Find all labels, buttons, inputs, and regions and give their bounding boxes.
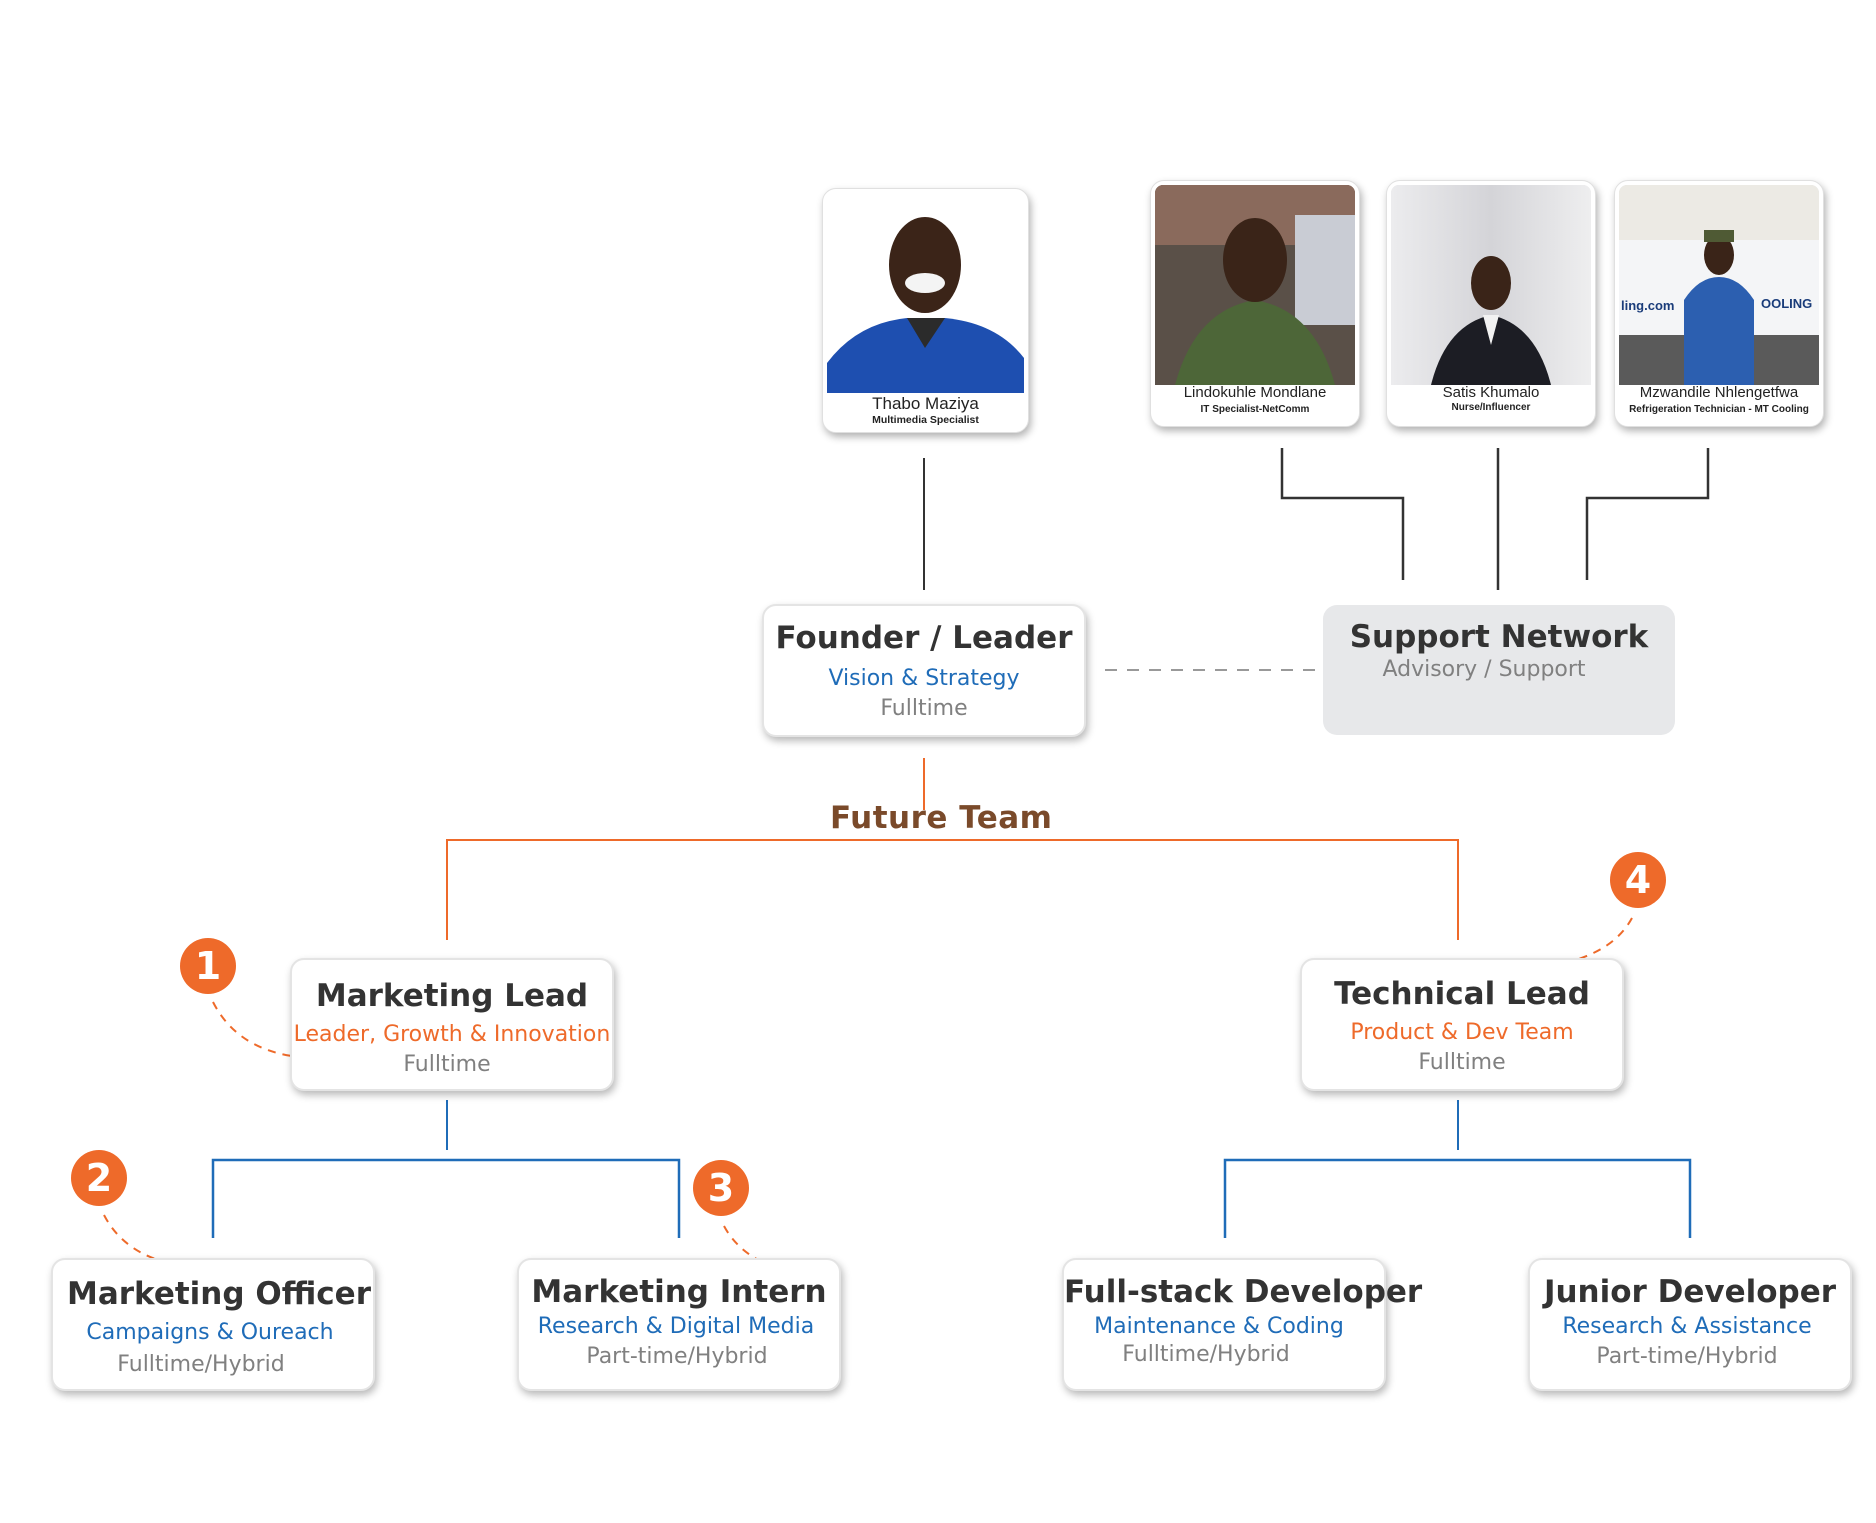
support-card: Support Network Advisory / Support [1323,605,1675,735]
technical-lead-card: Technical Lead Product & Dev Team Fullti… [1300,958,1624,1091]
founder-card: Founder / Leader Vision & Strategy Fullt… [762,604,1086,737]
junior-developer-card: Junior Developer Research & Assistance P… [1528,1258,1852,1391]
support-photo-3-name: Mzwandile Nhlengetfwa [1639,384,1799,401]
technical-branch [1223,1158,1692,1238]
fullstack-developer-card: Full-stack Developer Maintenance & Codin… [1062,1258,1423,1391]
founder-title: Founder / Leader [775,620,1073,656]
support-photo-1-role: IT Specialist-NetComm [1200,404,1310,415]
marketing-intern-title: Marketing Intern [531,1274,827,1310]
support-photo-card-2: Satis Khumalo Nurse/Influencer [1386,180,1596,427]
support-connector-3 [1585,448,1710,580]
fullstack-developer-type: Fulltime/Hybrid [1122,1342,1290,1367]
support-photo-2 [1391,185,1591,385]
technical-lead-title: Technical Lead [1334,976,1590,1012]
founder-photo-role: Multimedia Specialist [872,414,979,426]
marketing-intern-card: Marketing Intern Research & Digital Medi… [517,1258,841,1391]
founder-type: Fulltime [880,696,968,721]
future-team-branch [446,839,1459,940]
founder-photo [827,193,1024,393]
marketing-officer-type: Fulltime/Hybrid [117,1352,285,1377]
marketing-intern-focus: Research & Digital Media [537,1314,815,1339]
future-team-label: Future Team [830,800,1053,836]
support-photo-2-role: Nurse/Influencer [1451,402,1531,413]
founder-photo-card: Thabo Maziya Multimedia Specialist [822,188,1029,433]
junior-developer-type: Part-time/Hybrid [1596,1344,1778,1369]
marketing-lead-focus: Leader, Growth & Innovation [293,1022,611,1047]
support-title: Support Network [1349,619,1649,655]
support-photo-3-role: Refrigeration Technician - MT Cooling [1629,404,1809,415]
marketing-officer-card: Marketing Officer Campaigns & Oureach Fu… [51,1258,375,1391]
fullstack-developer-focus: Maintenance & Coding [1094,1314,1344,1339]
support-focus: Advisory / Support [1382,657,1586,682]
marketing-intern-type: Part-time/Hybrid [586,1344,768,1369]
badge-1: 1 [180,938,236,994]
technical-lead-focus: Product & Dev Team [1350,1020,1574,1045]
junior-developer-focus: Research & Assistance [1562,1314,1812,1339]
badge-4: 4 [1610,852,1666,908]
support-photo-1-name: Lindokuhle Mondlane [1183,384,1327,401]
truck-text-right: OOLING [1761,296,1812,311]
support-photo-card-1: Lindokuhle Mondlane IT Specialist-NetCom… [1150,180,1360,427]
junior-developer-title: Junior Developer [1543,1274,1837,1310]
support-photo-card-3: ling.com OOLING Mzwandile Nhlengetfwa Re… [1614,180,1824,427]
fullstack-developer-title: Full-stack Developer [1064,1274,1423,1310]
support-connector-1 [1280,448,1405,580]
marketing-lead-title: Marketing Lead [315,978,589,1014]
support-photo-2-name: Satis Khumalo [1442,384,1540,401]
marketing-officer-focus: Campaigns & Oureach [86,1320,334,1345]
marketing-officer-title: Marketing Officer [67,1276,371,1312]
marketing-lead-card: Marketing Lead Leader, Growth & Innovati… [290,958,614,1091]
badge-3: 3 [693,1160,749,1216]
founder-photo-name: Thabo Maziya [872,394,979,413]
marketing-branch [211,1158,681,1238]
founder-focus: Vision & Strategy [828,666,1020,691]
support-photo-3: ling.com OOLING [1619,185,1819,385]
truck-text-left: ling.com [1621,298,1674,313]
badge-2: 2 [71,1150,127,1206]
badge-4-curve [1529,917,1633,969]
technical-lead-type: Fulltime [1418,1050,1506,1075]
marketing-lead-type: Fulltime [403,1052,491,1077]
support-photo-1 [1155,185,1355,385]
